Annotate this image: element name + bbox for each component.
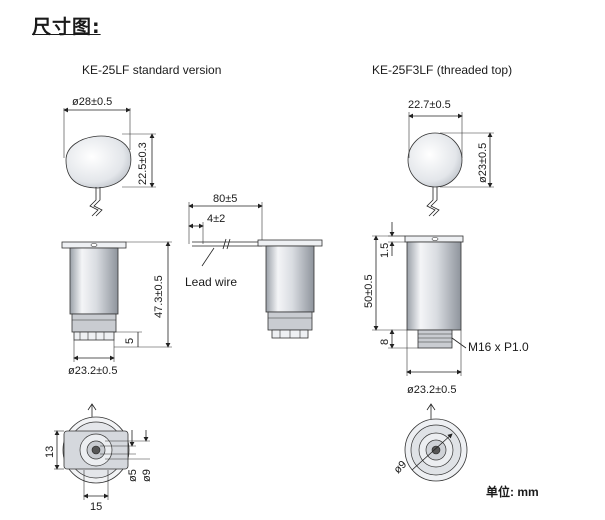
right-top-view: 22.7±0.5 ø23±0.5 xyxy=(407,99,494,217)
thread-spec-label: M16 x P1.0 xyxy=(468,340,529,354)
left-top-diameter-label: ø28±0.5 xyxy=(72,96,112,108)
right-top-diameter-label: ø23±0.5 xyxy=(477,143,489,183)
left-bottom-view: 13 15 ø5 ø9 xyxy=(44,403,153,513)
right-bottom-view: ø9 xyxy=(392,403,468,482)
right-flange-label: 1.5 xyxy=(379,243,391,258)
right-body-height-label: 50±0.5 xyxy=(363,274,375,308)
wire-length-label: 80±5 xyxy=(213,193,237,205)
left-bottom-width-label: 15 xyxy=(90,501,102,513)
lead-wire-label: Lead wire xyxy=(185,275,237,289)
left-bottom-d9-label: ø9 xyxy=(141,469,153,482)
page-heading: 尺寸图: xyxy=(32,16,101,38)
left-body-height-label: 47.3±0.5 xyxy=(153,275,165,318)
left-bottom-d5-label: ø5 xyxy=(127,469,139,482)
left-base-diameter-label: ø23.2±0.5 xyxy=(68,365,117,377)
right-model-caption: KE-25F3LF (threaded top) xyxy=(372,63,512,77)
right-thread-length-label: 8 xyxy=(379,339,391,345)
left-top-view: ø28±0.5 22.5±0.3 xyxy=(63,96,156,217)
left-model-caption: KE-25LF standard version xyxy=(82,63,221,77)
unit-label: 单位: mm xyxy=(486,484,539,499)
right-side-view: 1.5 50±0.5 8 M16 x P1.0 ø23.2±0.5 xyxy=(363,222,529,396)
left-bottom-height-label: 13 xyxy=(44,446,56,458)
right-bottom-d9-label: ø9 xyxy=(392,459,410,477)
left-pin-length-label: 5 xyxy=(124,338,136,344)
right-top-width-label: 22.7±0.5 xyxy=(408,99,451,111)
right-base-diameter-label: ø23.2±0.5 xyxy=(407,384,456,396)
lead-wire-view: 80±5 4±2 Lead wire xyxy=(185,193,323,339)
left-top-height-label: 22.5±0.3 xyxy=(137,142,149,185)
left-side-view: 47.3±0.5 5 ø23.2±0.5 xyxy=(61,241,172,377)
wire-strip-label: 4±2 xyxy=(207,213,225,225)
